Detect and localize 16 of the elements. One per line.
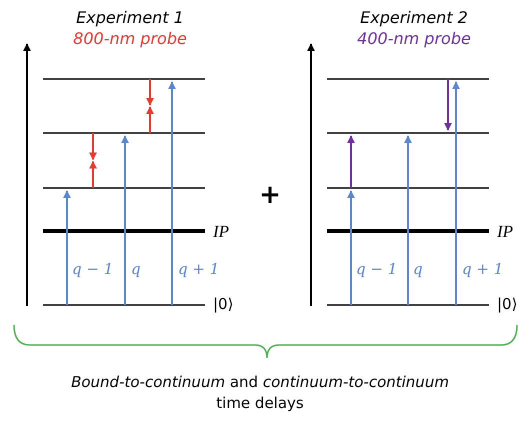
level-label: IP	[213, 223, 230, 240]
level-label: |0⟩	[497, 297, 518, 312]
level-label: |0⟩	[213, 297, 234, 312]
panel-title: Experiment 1	[76, 10, 184, 26]
panel-title: Experiment 2	[360, 10, 468, 26]
harmonic-label: q − 1	[356, 262, 398, 277]
harmonic-label: q + 1	[462, 262, 504, 277]
harmonic-label: q	[131, 262, 141, 277]
probe-label: 800-nm probe	[73, 31, 187, 47]
caption: Bound-to-continuum and continuum-to-continuum time delays	[70, 372, 450, 414]
harmonic-label: q	[413, 262, 423, 277]
plus-sign: +	[259, 182, 281, 208]
probe-label: 400-nm probe	[357, 31, 471, 47]
harmonic-label: q − 1	[72, 262, 114, 277]
level-label: IP	[497, 223, 514, 240]
harmonic-label: q + 1	[178, 262, 220, 277]
